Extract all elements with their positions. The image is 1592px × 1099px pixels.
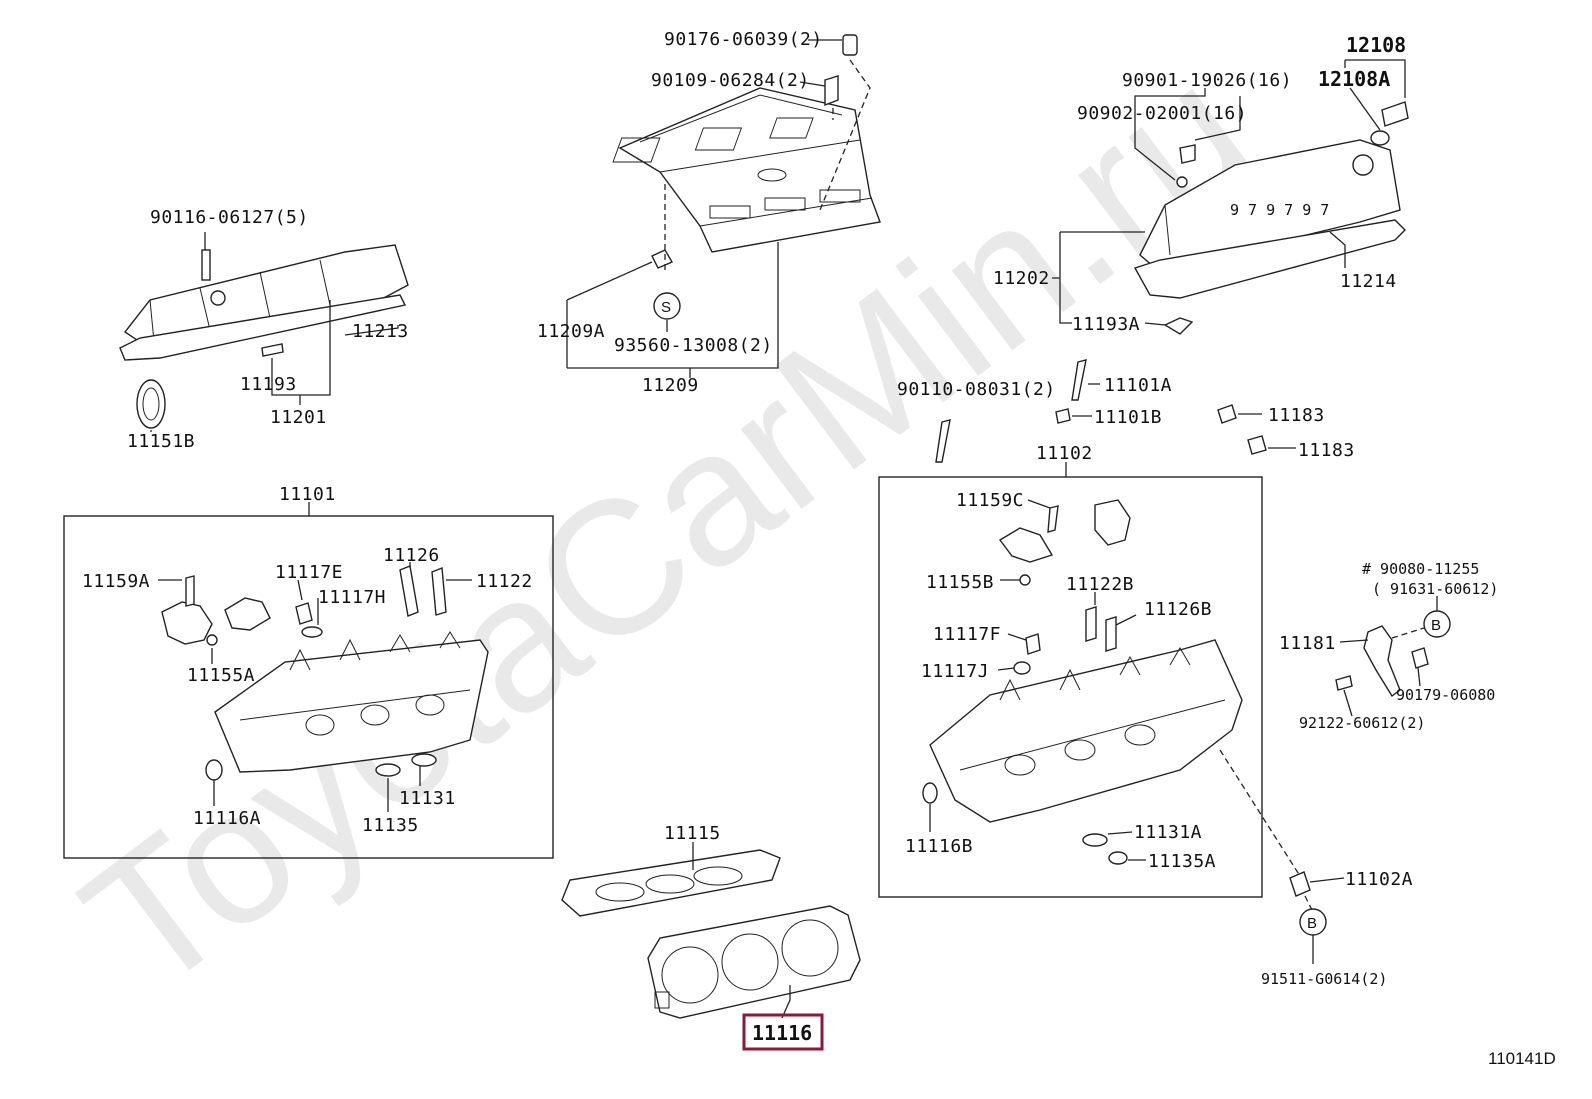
label-11116A: 11116A [193, 808, 261, 829]
label-11117F: 11117F [933, 624, 1001, 645]
label-11135: 11135 [362, 815, 419, 836]
label-11201: 11201 [270, 407, 327, 428]
label-93560: 93560-13008(2) [614, 335, 773, 356]
label-91631: ( 91631-60612) [1372, 580, 1498, 598]
label-11193: 11193 [240, 374, 297, 395]
label-11117J: 11117J [921, 661, 989, 682]
label-11126: 11126 [383, 545, 440, 566]
head-cover-right-group: 9 7 9 7 9 7 [1052, 59, 1409, 335]
label-11131: 11131 [399, 788, 456, 809]
b-callout-symbol-upper: B [1431, 617, 1441, 634]
b-callout-symbol-lower: B [1307, 915, 1317, 932]
label-11117E: 11117E [275, 562, 343, 583]
label-11102: 11102 [1036, 443, 1093, 464]
label-90109: 90109-06284(2) [651, 70, 810, 91]
label-11183-upper: 11183 [1268, 405, 1325, 426]
cylinder-head-right-group [878, 462, 1263, 898]
label-11202: 11202 [993, 268, 1050, 289]
label-11101: 11101 [279, 484, 336, 505]
label-11193A: 11193A [1072, 314, 1140, 335]
label-11116B: 11116B [905, 836, 973, 857]
label-11151B: 11151B [127, 431, 195, 452]
label-11214: 11214 [1340, 271, 1397, 292]
s-callout-symbol: S [661, 299, 671, 316]
label-11122: 11122 [476, 571, 533, 592]
label-90902: 90902-02001(16) [1077, 103, 1247, 124]
highlighted-part-box[interactable] [742, 1013, 824, 1051]
label-11117H: 11117H [318, 587, 386, 608]
label-90179: 90179-06080 [1396, 686, 1495, 704]
label-11209A: 11209A [537, 321, 605, 342]
bracket-11181-group: B B [1219, 596, 1451, 964]
svg-text:9 7 9 7 9 7: 9 7 9 7 9 7 [1230, 201, 1329, 219]
label-90901: 90901-19026(16) [1122, 70, 1292, 91]
label-11155B: 11155B [926, 572, 994, 593]
label-11122B: 11122B [1066, 574, 1134, 595]
label-11209: 11209 [642, 375, 699, 396]
cylinder-head-left-group [63, 502, 554, 859]
label-11101B: 11101B [1094, 407, 1162, 428]
label-11135A: 11135A [1148, 851, 1216, 872]
label-90080: # 90080-11255 [1362, 560, 1479, 578]
label-90176: 90176-06039(2) [664, 29, 823, 50]
label-11181: 11181 [1279, 633, 1336, 654]
engine-cover-group: S [566, 34, 881, 378]
label-12108: 12108 [1346, 33, 1406, 57]
head-cover-left-group [119, 232, 409, 432]
label-11159C: 11159C [956, 490, 1024, 511]
diagram-reference-code: 110141D [1488, 1049, 1556, 1068]
label-11102A: 11102A [1345, 869, 1413, 890]
small-parts-group [935, 359, 1296, 463]
cylinder-head-right-box [878, 476, 1263, 898]
label-11213: 11213 [352, 321, 409, 342]
label-11126B: 11126B [1144, 599, 1212, 620]
label-90116: 90116-06127(5) [150, 207, 309, 228]
label-91511: 91511-G0614(2) [1261, 970, 1387, 988]
label-92122: 92122-60612(2) [1299, 714, 1425, 732]
label-11155A: 11155A [187, 665, 255, 686]
label-11101A: 11101A [1104, 375, 1172, 396]
label-11183-lower: 11183 [1298, 440, 1355, 461]
label-11159A: 11159A [82, 571, 150, 592]
gaskets-group [561, 842, 861, 1019]
label-11115: 11115 [664, 823, 721, 844]
label-12108A: 12108A [1318, 67, 1390, 91]
label-11116-highlighted[interactable]: 11116 [752, 1021, 812, 1045]
label-90110: 90110-08031(2) [897, 379, 1056, 400]
label-11131A: 11131A [1134, 822, 1202, 843]
